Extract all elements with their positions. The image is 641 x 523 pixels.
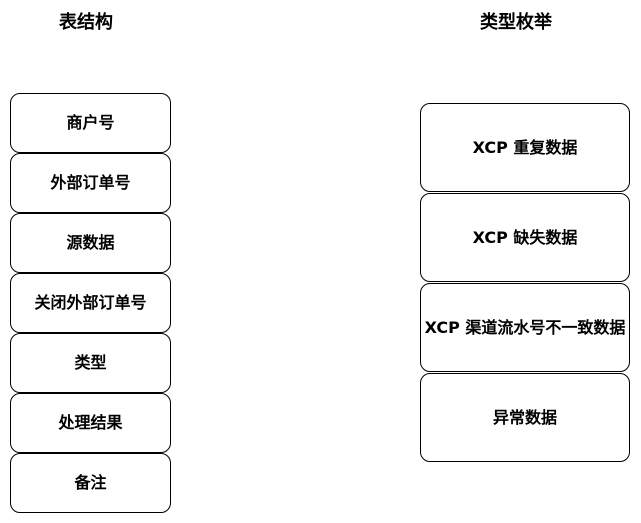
enum-label: XCP 缺失数据 [472,227,578,247]
enum-label: 异常数据 [492,407,557,427]
field-box-source-data: 源数据 [10,213,171,273]
type-enum-heading: 类型枚举 [480,12,552,33]
field-label: 关闭外部订单号 [34,293,147,312]
field-box-merchant-no: 商户号 [10,93,171,153]
field-box-process-result: 处理结果 [10,393,171,453]
field-box-type: 类型 [10,333,171,393]
enum-box-missing-data: XCP 缺失数据 [420,193,630,282]
field-label: 备注 [74,473,107,492]
field-label: 类型 [74,353,107,372]
field-box-external-order-no: 外部订单号 [10,153,171,213]
field-label: 源数据 [66,233,115,252]
field-label: 外部订单号 [50,173,131,192]
enum-box-abnormal-data: 异常数据 [420,373,630,462]
enum-label: XCP 渠道流水号不一致数据 [424,317,626,337]
enum-box-duplicate-data: XCP 重复数据 [420,103,630,192]
enum-label: XCP 重复数据 [472,137,578,157]
field-label: 处理结果 [58,413,123,432]
table-structure-heading: 表结构 [59,12,113,33]
field-label: 商户号 [66,113,115,132]
enum-box-channel-mismatch-data: XCP 渠道流水号不一致数据 [420,283,630,372]
field-box-close-external-order-no: 关闭外部订单号 [10,273,171,333]
field-box-remark: 备注 [10,453,171,513]
